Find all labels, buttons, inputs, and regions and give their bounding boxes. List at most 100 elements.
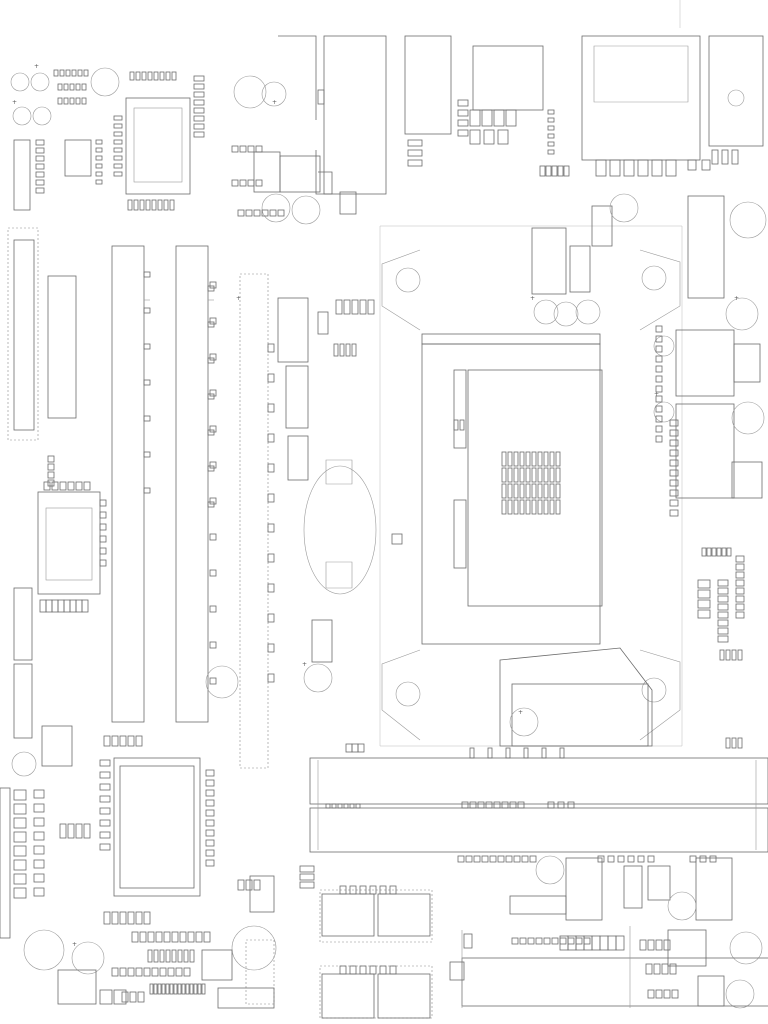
smd-pad [637, 159, 649, 177]
smd-pad [13, 845, 27, 857]
smd-pad [651, 159, 663, 177]
polarity-mark: + [72, 941, 77, 948]
chip-small [57, 969, 97, 1005]
io-connector-audio [708, 35, 764, 147]
smd-pad [655, 415, 663, 423]
smd-pad [343, 299, 351, 315]
smd-pad [737, 649, 743, 661]
smd-pad [407, 159, 423, 167]
io-shield-bracket [278, 35, 317, 120]
smd-pad [537, 483, 543, 499]
chip-small [41, 725, 73, 767]
front-panel-pins [217, 987, 275, 1009]
smd-pad [457, 109, 469, 117]
smd-pad [505, 855, 513, 863]
electrolytic-cap [729, 201, 767, 239]
smd-pad [267, 613, 275, 623]
smd-pad [43, 481, 51, 491]
smd-pad [719, 649, 725, 661]
smd-pad [209, 461, 217, 469]
smd-pad [247, 145, 255, 153]
smd-pad [519, 451, 525, 467]
smd-pad [559, 937, 567, 945]
smd-pad [147, 949, 153, 963]
dimm-slot-a [309, 757, 768, 805]
smd-pad [299, 881, 315, 889]
smd-pad [725, 737, 731, 749]
smd-pad [133, 199, 139, 211]
smd-pad [171, 931, 179, 943]
smd-pad [369, 965, 377, 975]
smd-pad [187, 931, 195, 943]
smd-pad [497, 855, 505, 863]
electrolytic-cap [667, 891, 697, 921]
smd-pad [461, 801, 469, 809]
smd-pad [407, 139, 423, 147]
io-lower-bracket [315, 150, 333, 195]
smd-pad [543, 483, 549, 499]
vrm-choke [675, 403, 735, 499]
smd-pad [525, 483, 531, 499]
smd-pad [13, 817, 27, 829]
smd-pad [339, 343, 345, 357]
smd-pad [355, 803, 361, 809]
smd-pad [735, 603, 745, 611]
smd-pad [151, 199, 157, 211]
header-dashed-outline [7, 227, 39, 441]
smd-pad [81, 599, 89, 613]
sata-outline [319, 889, 433, 943]
smd-pad [617, 855, 625, 863]
smd-pad [543, 499, 549, 515]
smd-pad [325, 803, 331, 809]
smd-pad [597, 855, 605, 863]
electrolytic-cap [653, 401, 675, 423]
smd-pad [669, 509, 679, 517]
smd-pad [339, 965, 347, 975]
smd-pad [99, 989, 113, 1005]
polarity-mark: + [530, 295, 535, 302]
smd-pad [457, 855, 465, 863]
smd-pad [725, 649, 731, 661]
smd-pad [711, 547, 717, 557]
battery-clip-bottom [325, 561, 353, 589]
smd-pad [317, 311, 329, 335]
smd-pad [163, 931, 171, 943]
electrolytic-cap [12, 106, 32, 126]
smd-pad [205, 829, 215, 837]
smd-pad [525, 451, 531, 467]
smd-pad [165, 983, 170, 995]
vrm-choke [675, 329, 735, 397]
smd-pad [13, 887, 27, 899]
smd-pad [47, 455, 55, 463]
smd-pad [177, 949, 183, 963]
io-latch [339, 191, 357, 215]
smd-pad [95, 147, 103, 153]
smd-pad [647, 989, 655, 999]
smd-pad [367, 299, 375, 315]
sata-port [321, 973, 375, 1019]
smd-pad [75, 97, 81, 105]
smd-pad [477, 801, 485, 809]
electrolytic-cap [609, 193, 639, 223]
smd-pad [81, 97, 87, 105]
smd-pad [497, 129, 509, 145]
smd-pad [209, 425, 217, 433]
smd-pad [135, 967, 143, 977]
smd-pad [193, 75, 205, 82]
smd-pad [35, 139, 45, 146]
smd-pad [247, 179, 255, 187]
smd-pad [207, 501, 215, 508]
smd-pad [389, 885, 397, 895]
smd-pad [655, 335, 663, 343]
smd-pad [339, 885, 347, 895]
dimm-slot-b [309, 807, 768, 853]
pch-die-outline [119, 765, 195, 889]
smd-pad [505, 109, 517, 127]
smd-pad [99, 795, 111, 803]
socket-latch [453, 369, 467, 449]
vrm-mosfet [733, 343, 761, 383]
smd-pad [13, 831, 27, 843]
smd-pad [147, 71, 153, 81]
smd-pad [45, 599, 53, 613]
